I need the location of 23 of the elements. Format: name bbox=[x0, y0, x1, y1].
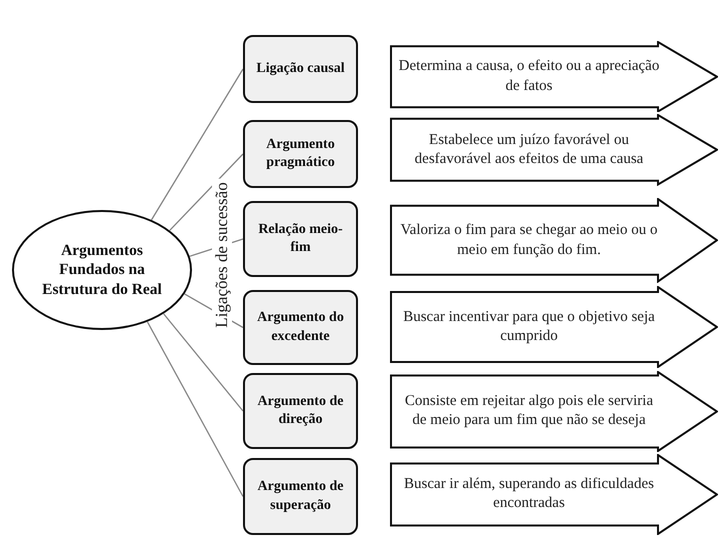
connector-line bbox=[169, 154, 244, 231]
description-panel bbox=[390, 286, 718, 368]
description-text: Buscar ir além, superando as dificuldades encontradas bbox=[403, 474, 655, 513]
description-text: Valoriza o fim para se chegar ao meio ou o meio em função do fim. bbox=[400, 221, 658, 260]
description-panel bbox=[390, 454, 718, 534]
connector-line bbox=[146, 322, 244, 497]
category-box: Ligação causal bbox=[243, 35, 358, 103]
category-box: Relação meio-fim bbox=[243, 201, 358, 277]
description-panel bbox=[390, 198, 718, 283]
category-box: Argumento pragmático bbox=[243, 120, 358, 188]
category-box: Argumento do excedente bbox=[243, 290, 358, 365]
connector-line bbox=[163, 313, 244, 412]
category-box: Argumento de superação bbox=[243, 458, 358, 535]
connector-line bbox=[150, 68, 244, 220]
category-box: Argumento de direção bbox=[243, 373, 358, 449]
topic-ellipse: Argumentos Fundados na Estrutura do Real bbox=[12, 210, 192, 330]
description-text: Consiste em rejeitar algo pois ele serviria de meio para um fim que não se deseja bbox=[404, 392, 654, 430]
description-panel bbox=[390, 370, 718, 452]
description-panel bbox=[390, 114, 718, 186]
description-panel bbox=[390, 40, 718, 112]
description-text: Determina a causa, o efeito ou a apreciação de fatos bbox=[398, 57, 660, 96]
description-text: Estabelece um juízo favorável ou desfavorável aos efeitos de uma causa bbox=[414, 130, 644, 169]
description-text: Buscar incentivar para que o objetivo seja cumprido bbox=[402, 308, 656, 346]
